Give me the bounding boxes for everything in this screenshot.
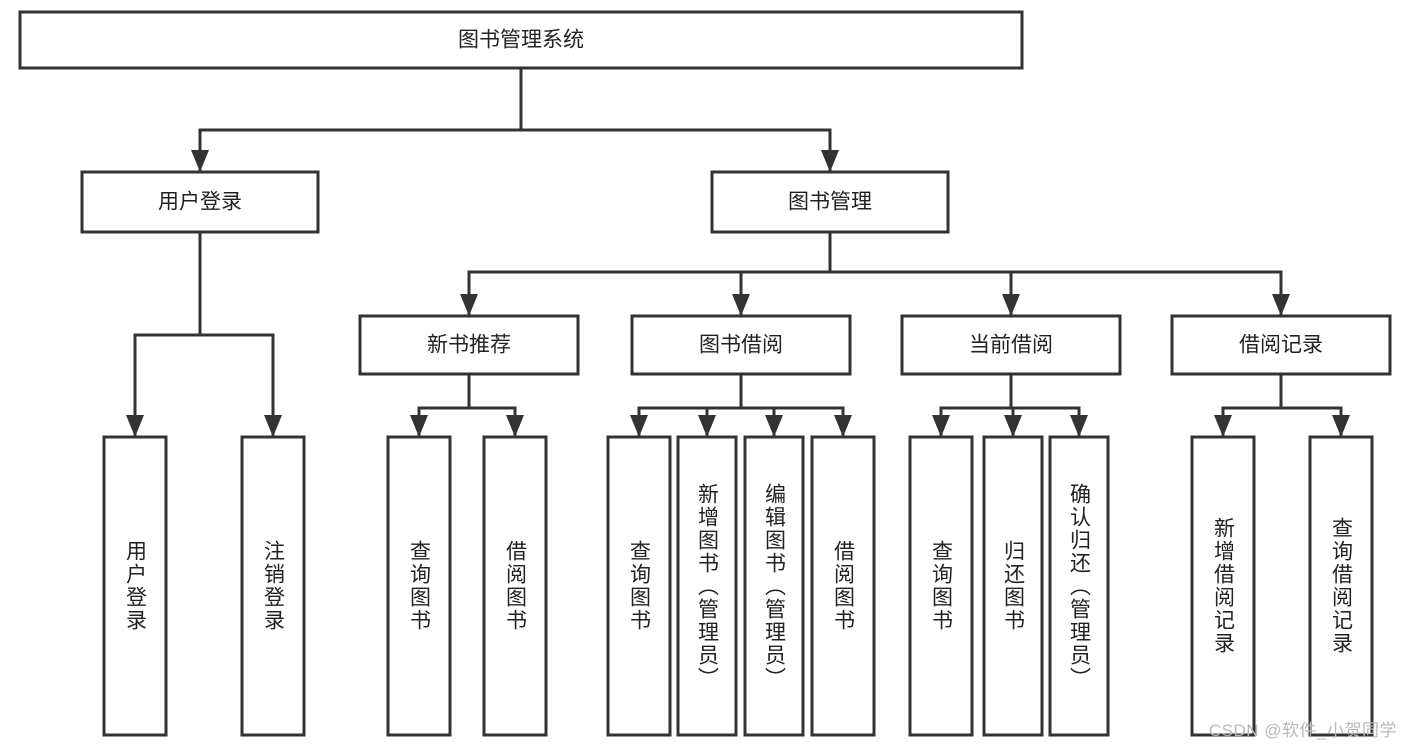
arrow-head-icon <box>410 415 428 437</box>
arrow-head-icon <box>1004 415 1022 437</box>
node-label-root: 图书管理系统 <box>458 29 584 52</box>
arrow-head-icon <box>460 294 478 316</box>
node-box-leaf-query-book-3[interactable] <box>908 435 974 737</box>
watermark: CSDN @软件_小贺同学 <box>1208 721 1397 740</box>
node-box-leaf-add-book-admin[interactable] <box>676 435 738 737</box>
node-label-borrow-record: 借阅记录 <box>1239 334 1323 357</box>
node-box-leaf-confirm-return-admin[interactable] <box>1048 435 1110 737</box>
arrow-head-icon <box>698 415 716 437</box>
arrow-head-icon <box>732 294 750 316</box>
node-label-current-borrow: 当前借阅 <box>969 334 1053 357</box>
arrow-head-icon <box>1214 415 1232 437</box>
arrow-head-icon <box>1332 415 1350 437</box>
node-box-leaf-borrow-book-2[interactable] <box>810 435 876 737</box>
arrow-head-icon <box>821 150 839 172</box>
node-box-current-borrow[interactable] <box>900 314 1122 376</box>
node-box-leaf-query-borrow-record[interactable] <box>1308 435 1374 737</box>
node-box-new-book-recommend[interactable] <box>358 314 580 376</box>
node-box-leaf-borrow-book-1[interactable] <box>482 435 548 737</box>
node-box-user-login[interactable] <box>80 170 320 234</box>
node-box-leaf-user-login[interactable] <box>102 435 168 737</box>
node-box-leaf-add-borrow-record[interactable] <box>1190 435 1256 737</box>
arrow-head-icon <box>506 415 524 437</box>
node-box-book-management[interactable] <box>710 170 950 234</box>
arrow-head-icon <box>1070 415 1088 437</box>
arrow-head-icon <box>1272 294 1290 316</box>
arrow-head-icon <box>191 150 209 172</box>
node-box-leaf-edit-book-admin[interactable] <box>743 435 805 737</box>
node-box-layer <box>18 10 1392 737</box>
arrow-head-icon <box>264 415 282 437</box>
node-label-book-management: 图书管理 <box>788 191 872 214</box>
arrow-head-icon <box>126 415 144 437</box>
node-box-leaf-user-logout[interactable] <box>240 435 306 737</box>
arrow-head-icon <box>834 415 852 437</box>
node-label-book-borrow: 图书借阅 <box>699 334 783 357</box>
node-label-user-login: 用户登录 <box>158 191 242 214</box>
arrow-head-icon <box>1002 294 1020 316</box>
node-box-leaf-return-book[interactable] <box>982 435 1044 737</box>
node-label-new-book-recommend: 新书推荐 <box>427 334 511 357</box>
arrow-head-icon <box>630 415 648 437</box>
arrow-head-icon <box>932 415 950 437</box>
node-box-book-borrow[interactable] <box>630 314 852 376</box>
node-box-borrow-record[interactable] <box>1170 314 1392 376</box>
node-box-leaf-query-book-1[interactable] <box>386 435 452 737</box>
node-box-root[interactable] <box>18 10 1024 70</box>
arrow-head-icon <box>765 415 783 437</box>
node-box-leaf-query-book-2[interactable] <box>606 435 672 737</box>
connector-layer <box>126 66 1350 439</box>
